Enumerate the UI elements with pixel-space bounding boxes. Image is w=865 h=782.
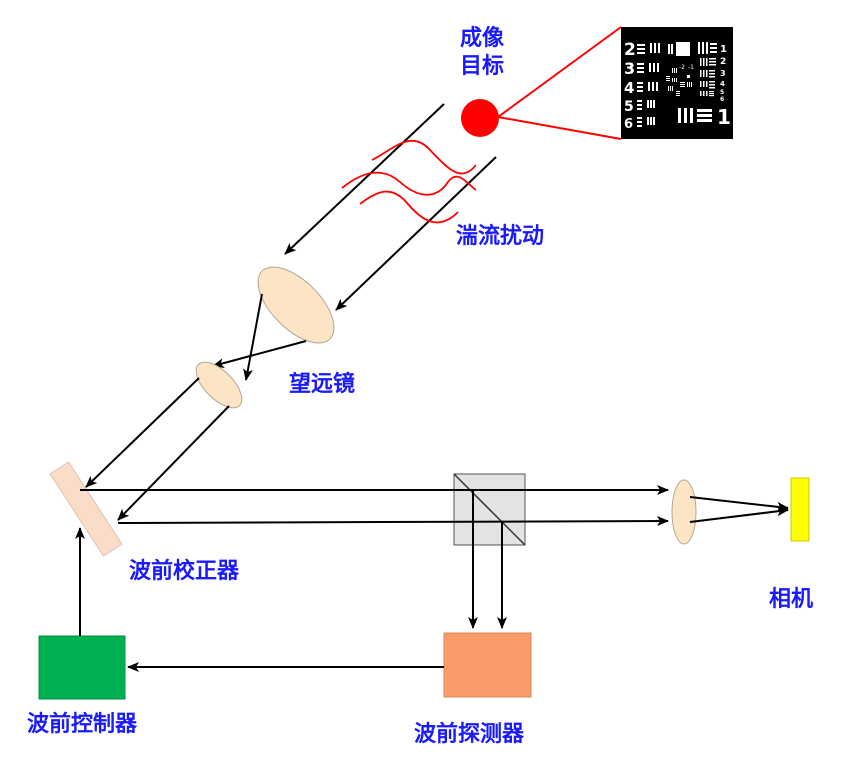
chart-left-number: 2 bbox=[624, 40, 636, 60]
incoming-beam-left bbox=[284, 103, 445, 255]
label-turbulence: 湍流扰动 bbox=[456, 223, 544, 249]
imaging-target bbox=[461, 99, 499, 137]
chart-right-number: 5 bbox=[720, 89, 724, 96]
label-camera: 相机 bbox=[769, 587, 813, 612]
wavefront-corrector bbox=[49, 461, 123, 557]
zoom-line-bottom bbox=[497, 116, 622, 140]
chart-right-number: 2 bbox=[720, 57, 726, 67]
telescope-converge-beam-right bbox=[212, 340, 307, 368]
label-target-line2: 目标 bbox=[460, 53, 504, 79]
beam-to-corrector-upper bbox=[85, 377, 200, 488]
beam-to-corrector-lower bbox=[117, 405, 230, 521]
wavefront-detector bbox=[443, 632, 532, 698]
chart-left-number: 4 bbox=[624, 79, 634, 97]
chart-right-number: 1 bbox=[720, 44, 727, 55]
label-target-line1: 成像 bbox=[460, 25, 505, 51]
label-controller: 波前控制器 bbox=[27, 711, 138, 737]
chart-right-number: 6 bbox=[720, 96, 724, 103]
chart-right-number: 4 bbox=[720, 80, 725, 88]
turbulence-waves bbox=[341, 139, 477, 224]
camera-lens bbox=[671, 479, 697, 545]
telescope-converge-beam-left bbox=[243, 293, 263, 381]
chart-left-number: 3 bbox=[624, 59, 635, 78]
beam-splitter bbox=[453, 473, 526, 546]
label-detector: 波前探测器 bbox=[414, 721, 525, 747]
zoom-line-top bbox=[497, 26, 622, 118]
chart-big-one: 1 bbox=[717, 105, 731, 129]
chart-left-number: 5 bbox=[624, 99, 634, 115]
focus-beam-lower bbox=[689, 506, 789, 523]
label-telescope: 望远镜 bbox=[289, 371, 355, 397]
incoming-beam-right bbox=[335, 156, 497, 311]
chart-right-number: 3 bbox=[720, 69, 726, 78]
camera-sensor bbox=[790, 477, 810, 542]
label-corrector: 波前校正器 bbox=[129, 558, 240, 584]
beam-to-camera-lower bbox=[117, 516, 669, 527]
telescope-primary-lens bbox=[257, 266, 335, 344]
chart-left-number: 6 bbox=[624, 117, 633, 132]
focus-beam-upper bbox=[689, 496, 789, 512]
telescope-secondary-lens bbox=[195, 361, 243, 409]
wavefront-controller bbox=[38, 635, 126, 700]
chart-inner-number-b: -1 bbox=[688, 64, 694, 71]
chart-inner-number-a: -2 bbox=[679, 64, 685, 71]
